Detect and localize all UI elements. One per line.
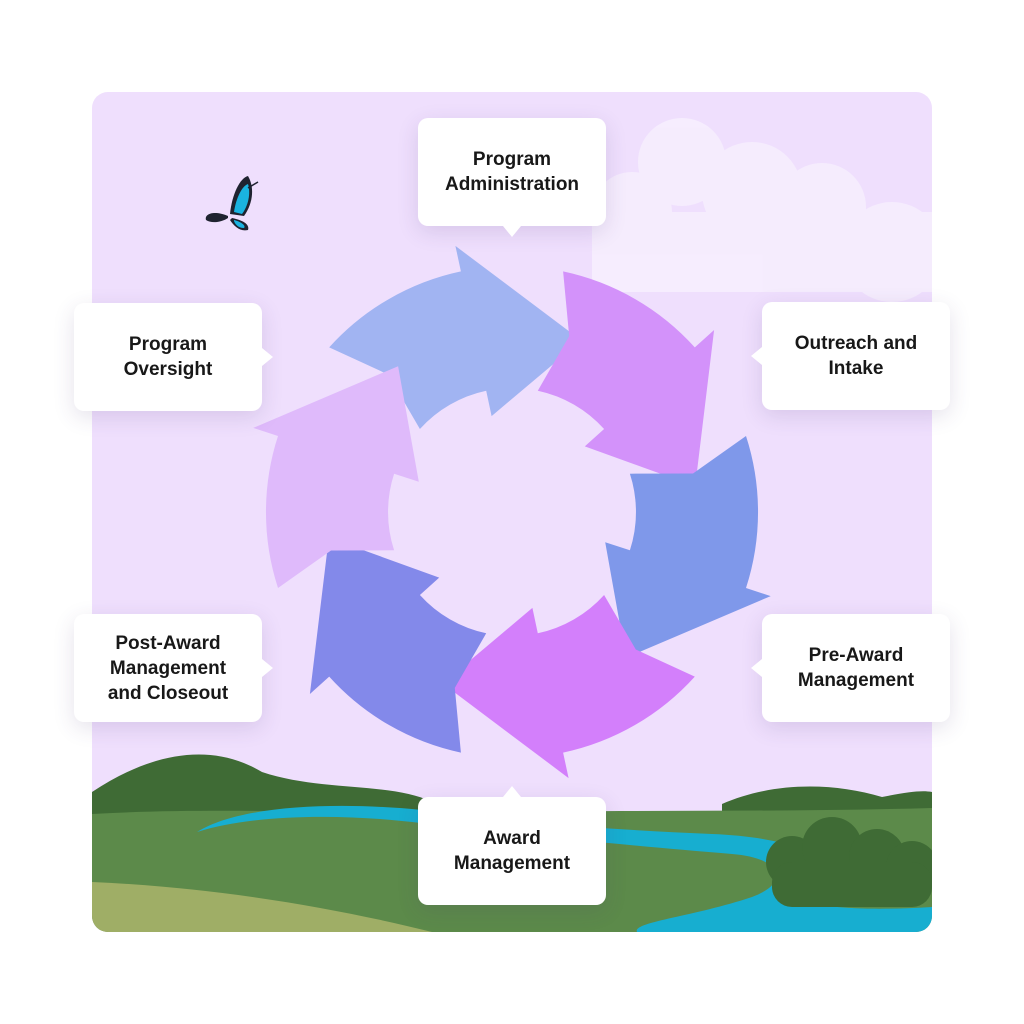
cloud-icon: [592, 118, 932, 302]
step-card-pre-award-management: Pre-Award Management: [751, 614, 950, 722]
butterfly-icon: [205, 176, 259, 231]
cycle-arrow-3: [605, 436, 771, 658]
card-pointer: [751, 659, 762, 677]
bush: [766, 817, 932, 907]
step-label-award-management: Award Management: [453, 828, 571, 874]
card-pointer: [262, 659, 273, 677]
cycle-arrow-2: [537, 271, 715, 487]
card-pointer: [751, 347, 762, 365]
step-card-program-administration: Program Administration: [418, 118, 606, 237]
card-pointer: [503, 786, 521, 797]
step-label-outreach-and-intake: Outreach and Intake: [794, 333, 918, 379]
step-label-program-oversight: Program Oversight: [123, 334, 213, 380]
cycle-arrow-4: [442, 595, 695, 779]
grass-light: [92, 882, 432, 932]
step-card-program-oversight: Program Oversight: [74, 303, 273, 411]
card-pointer: [262, 348, 273, 366]
step-card-outreach-and-intake: Outreach and Intake: [751, 302, 950, 410]
card-pointer: [503, 226, 521, 237]
cycle-arrow-1: [329, 245, 582, 429]
river: [197, 805, 932, 932]
cycle-arrow-6: [253, 366, 419, 588]
step-label-program-administration: Program Administration: [444, 149, 580, 195]
step-label-pre-award-management: Pre-Award Management: [797, 645, 915, 691]
cycle-arrow-5: [309, 537, 487, 753]
step-card-post-award-management: Post-Award Management and Closeout: [74, 614, 273, 722]
step-label-post-award-management: Post-Award Management and Closeout: [107, 632, 229, 704]
step-card-award-management: Award Management: [418, 786, 606, 905]
